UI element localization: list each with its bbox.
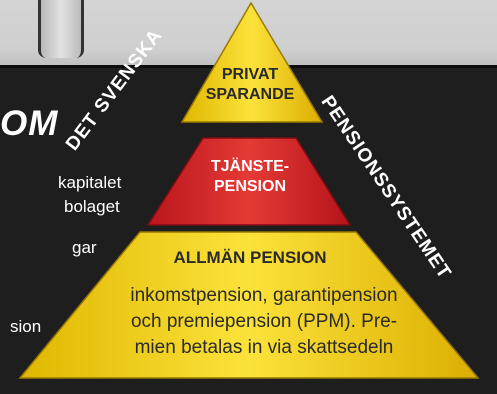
tier-bottom-title: ALLMÄN PENSION — [173, 248, 327, 267]
tier-middle-label: TJÄNSTE- PENSION — [200, 157, 300, 197]
side-text-line: kapitalet — [58, 173, 122, 192]
tier-bottom-text-line: inkomstpension, garantipension — [130, 285, 398, 306]
tier-bottom-text-line: mien betalas in via skattsedeln — [134, 337, 394, 358]
tier-top-line1: PRIVAT — [221, 66, 279, 83]
side-text-line: gar — [72, 238, 97, 257]
heading-fragment: OM — [0, 104, 59, 143]
tier-top-line2: SPARANDE — [205, 86, 295, 103]
tier-allman-pension — [18, 231, 480, 379]
side-text-line: bolaget — [64, 197, 120, 216]
tier-bottom-text-line: och premiepension (PPM). Pre- — [130, 311, 398, 332]
tier-privat-sparande — [180, 1, 324, 123]
tier-middle-line2: PENSION — [213, 178, 286, 195]
tier-top-label: PRIVAT SPARANDE — [200, 65, 300, 105]
tier-bottom-text: inkomstpension, garantipension och premi… — [94, 283, 434, 361]
tier-tjanstepension — [146, 137, 352, 226]
background-object — [38, 0, 84, 58]
tier-middle-line1: TJÄNSTE- — [210, 158, 290, 175]
side-text-line: sion — [10, 317, 42, 336]
